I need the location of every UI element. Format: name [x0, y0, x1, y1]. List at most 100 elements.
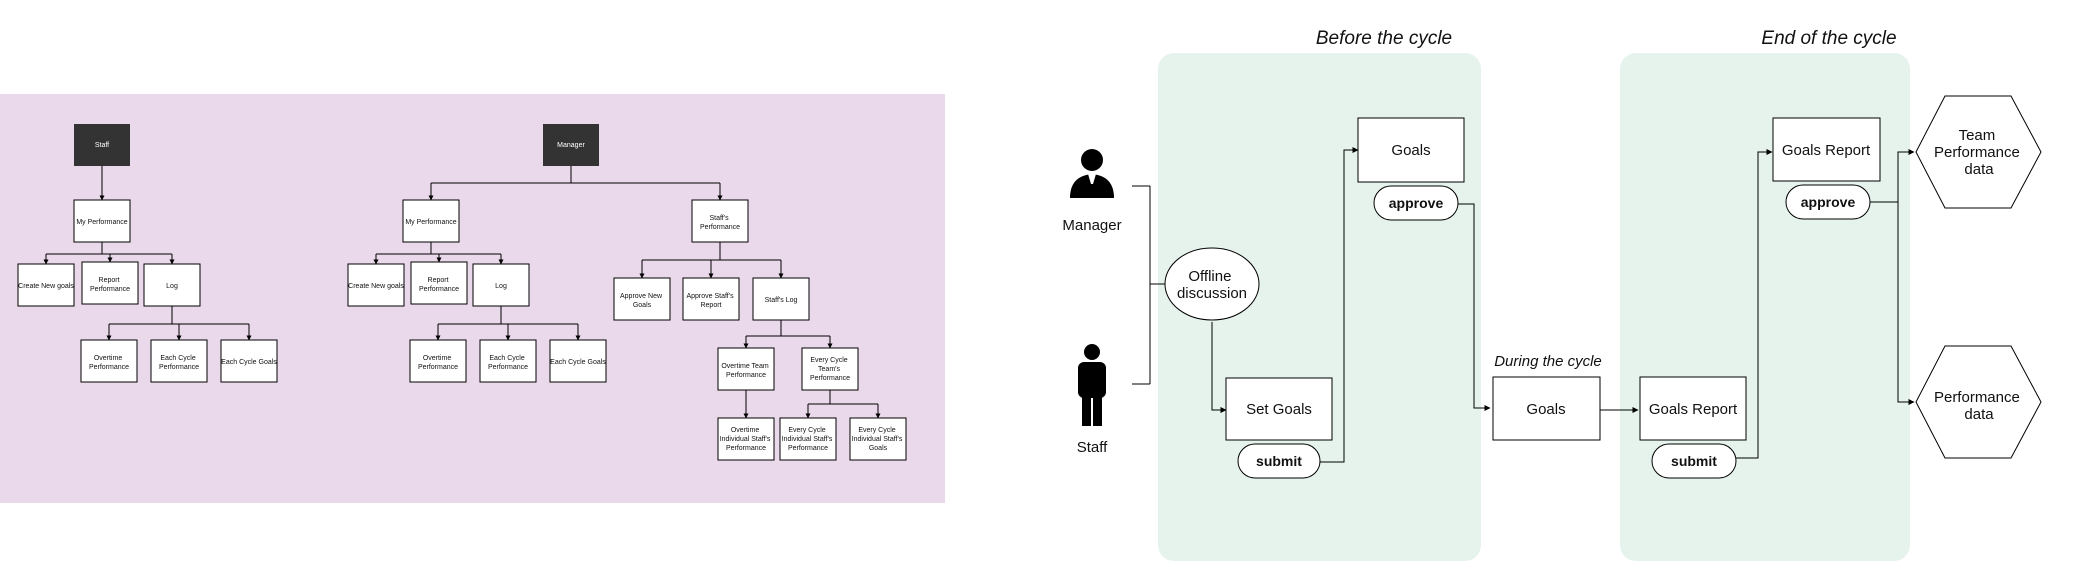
manager-staffs-performance-line-1: Staff's	[709, 215, 729, 222]
manager-every-cycle-teams-performance-line-3: Performance	[810, 375, 850, 382]
manager-every-cycle-individual-staffs-goals-line-2: Individual Staff's	[852, 436, 903, 443]
manager-log-label: Log	[495, 283, 507, 290]
staff-actor-label: Staff	[1077, 439, 1108, 456]
performance-data-line-1: Performance	[1934, 389, 2020, 406]
manager-overtime-performance-line-1: Overtime	[423, 355, 452, 362]
approve-pill-2-label: approve	[1801, 194, 1856, 210]
team-performance-data-line-2: Performance	[1934, 144, 2020, 161]
goals-before-label: Goals	[1391, 142, 1430, 159]
manager-approve-new-goals-line-2: Goals	[633, 302, 652, 309]
manager-every-cycle-individual-staffs-performance-line-2: Individual Staff's	[782, 436, 833, 443]
manager-overtime-performance-label: Overtime Performance	[418, 355, 458, 371]
manager-report-performance-line-2: Performance	[419, 286, 459, 293]
manager-every-cycle-individual-staffs-goals-line-3: Goals	[869, 445, 888, 452]
submit-pill-1	[1237, 443, 1321, 479]
manager-overtime-team-performance-node	[717, 347, 775, 391]
manager-create-new-goals-node	[347, 263, 405, 307]
staff-each-cycle-performance-line-2: Performance	[159, 364, 199, 371]
goals-report-top-node	[1772, 117, 1881, 182]
end-cycle-title: End of the cycle	[1761, 28, 1896, 49]
goals-report-end-node	[1639, 376, 1747, 441]
staff-create-new-goals-label: Create New goals	[18, 283, 74, 290]
manager-every-cycle-individual-staffs-performance-line-1: Every Cycle	[788, 427, 825, 434]
staff-report-performance-line-1: Report	[99, 277, 120, 284]
manager-overtime-individual-staffs-performance-line-3: Performance	[726, 445, 766, 452]
manager-approve-staffs-report-node	[682, 277, 740, 321]
staff-my-performance-label: My Performance	[76, 219, 127, 226]
staff-each-cycle-performance-label: Each Cycle Performance	[159, 355, 199, 371]
manager-report-performance-line-1: Report	[428, 277, 449, 284]
manager-report-performance-node	[410, 261, 468, 305]
manager-overtime-team-performance-line-1: Overtime Team	[721, 363, 768, 370]
manager-actor-label: Manager	[1062, 217, 1121, 234]
approve-pill-1	[1373, 185, 1459, 221]
manager-each-cycle-goals-node	[549, 339, 607, 383]
manager-staffs-log-node	[752, 277, 810, 321]
submit-pill-2	[1651, 443, 1737, 479]
manager-staffs-performance-node	[691, 199, 749, 243]
approve-pill-2	[1785, 184, 1871, 220]
staff-report-performance-line-2: Performance	[90, 286, 130, 293]
staff-icon	[1078, 344, 1106, 426]
manager-each-cycle-performance-line-2: Performance	[488, 364, 528, 371]
manager-every-cycle-individual-staffs-goals-node	[849, 417, 907, 461]
manager-overtime-team-performance-line-2: Performance	[726, 372, 766, 379]
staff-tree	[43, 166, 252, 341]
staff-report-performance-label: Report Performance	[90, 277, 130, 293]
manager-every-cycle-individual-staffs-performance-line-3: Performance	[788, 445, 828, 452]
manager-report-performance-label: Report Performance	[419, 277, 459, 293]
manager-approve-staffs-report-label: Approve Staff's Report	[686, 293, 735, 309]
manager-every-cycle-teams-performance-line-2: Team's	[818, 366, 840, 373]
offline-discussion-node	[1164, 247, 1260, 321]
manager-approve-staffs-report-line-2: Report	[700, 302, 721, 309]
manager-overtime-performance-node	[409, 339, 467, 383]
manager-each-cycle-performance-line-1: Each Cycle	[489, 355, 525, 362]
manager-overtime-individual-staffs-performance-label: Overtime Individual Staff's Performance	[720, 427, 773, 452]
during-cycle-title: During the cycle	[1494, 353, 1602, 370]
manager-tree	[373, 166, 881, 419]
staff-report-performance-node	[81, 261, 139, 305]
team-performance-data-label: Team Performance data	[1934, 127, 2024, 178]
manager-log-node	[472, 263, 530, 307]
offline-discussion-label: Offline discussion	[1177, 268, 1247, 302]
staff-log-node	[143, 263, 201, 307]
manager-approve-new-goals-node	[613, 277, 671, 321]
manager-every-cycle-teams-performance-line-1: Every Cycle	[810, 357, 847, 364]
manager-every-cycle-teams-performance-node	[801, 347, 859, 391]
manager-icon	[1070, 149, 1114, 198]
manager-overtime-individual-staffs-performance-line-2: Individual Staff's	[720, 436, 771, 443]
staff-tree-nodes: Staff My Performance Create New goals Re…	[17, 124, 278, 383]
flow-connectors	[1211, 147, 1915, 463]
staff-each-cycle-goals-node	[220, 339, 278, 383]
staff-log-label: Log	[166, 283, 178, 290]
staff-root-node	[74, 124, 130, 166]
staff-overtime-performance-line-1: Overtime	[94, 355, 123, 362]
submit-pill-2-label: submit	[1671, 453, 1717, 469]
manager-root-label: Manager	[557, 142, 585, 149]
goals-report-end-label: Goals Report	[1649, 401, 1738, 418]
set-goals-node	[1225, 377, 1333, 441]
offline-discussion-line-1: Offline	[1188, 268, 1231, 285]
manager-tree-nodes: Manager My Performance Create New goals …	[347, 124, 907, 461]
goals-before-node	[1357, 117, 1465, 183]
manager-staffs-performance-label: Staff's Performance	[700, 215, 740, 231]
manager-approve-new-goals-line-1: Approve New	[620, 293, 663, 300]
manager-root-node	[543, 124, 599, 166]
actors-bracket	[1132, 185, 1166, 385]
manager-staffs-performance-line-2: Performance	[700, 224, 740, 231]
goals-report-top-label: Goals Report	[1782, 142, 1871, 159]
team-performance-data-line-1: Team	[1959, 127, 1996, 144]
set-goals-label: Set Goals	[1246, 401, 1312, 418]
performance-data-line-2: data	[1964, 406, 1994, 423]
manager-each-cycle-goals-label: Each Cycle Goals	[550, 359, 606, 366]
staff-create-new-goals-node	[17, 263, 75, 307]
manager-every-cycle-individual-staffs-goals-label: Every Cycle Individual Staff's Goals	[852, 427, 905, 452]
manager-each-cycle-performance-node	[479, 339, 537, 383]
manager-overtime-individual-staffs-performance-line-1: Overtime	[731, 427, 760, 434]
performance-data-node	[1915, 345, 2042, 459]
manager-my-performance-node	[402, 199, 460, 243]
manager-approve-staffs-report-line-1: Approve Staff's	[686, 293, 734, 300]
manager-my-performance-label: My Performance	[405, 219, 456, 226]
manager-staffs-log-label: Staff's Log	[765, 297, 798, 304]
